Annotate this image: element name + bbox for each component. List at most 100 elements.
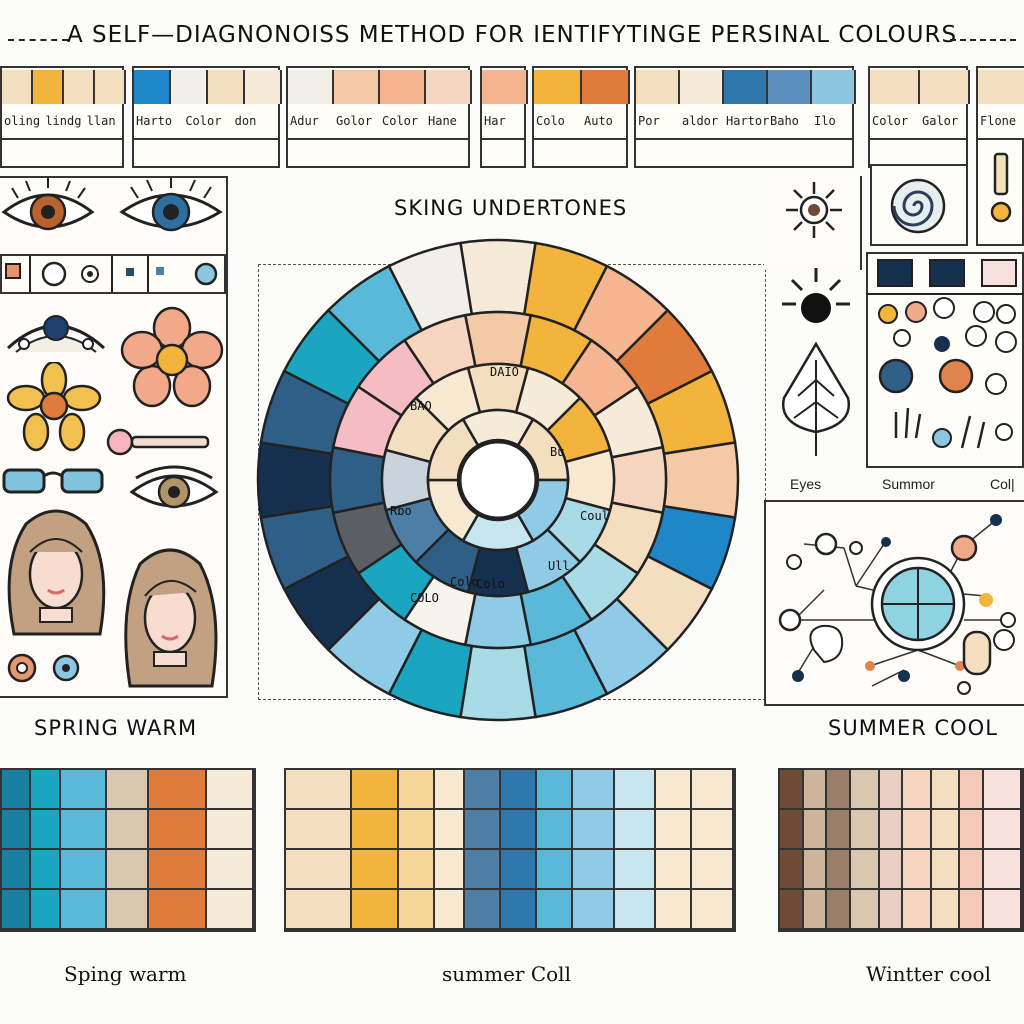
exclamation-icon	[990, 152, 1012, 223]
palette-cell	[31, 810, 61, 850]
palette-cell	[984, 770, 1022, 810]
yellow-flower-icon	[6, 362, 102, 452]
color-swatch	[582, 70, 630, 104]
wheel-label: Bu	[550, 445, 564, 459]
palette-cell	[501, 810, 537, 850]
color-swatch	[768, 70, 812, 104]
palette-cell	[656, 810, 693, 850]
swatch-caption: Color	[382, 114, 419, 128]
swatch-caption: llan	[86, 114, 116, 128]
palette-cell	[572, 890, 615, 930]
palette-cell	[960, 770, 985, 810]
center-title: SKING UNDERTONES	[394, 196, 628, 220]
wheel-segment	[459, 238, 537, 316]
swatch-caption: Color	[185, 114, 222, 128]
palette-cell	[827, 890, 852, 930]
palette-cell	[536, 890, 573, 930]
palette-cell	[465, 890, 502, 930]
swatch-caption: Golor	[336, 114, 373, 128]
wheel-label: Ull	[548, 559, 570, 573]
palette-cell	[803, 770, 828, 810]
palette-cell	[207, 850, 254, 890]
swatch-divider	[2, 138, 122, 140]
swatch-caption: Auto	[584, 114, 613, 128]
label-spring-warm: Sping warm	[64, 962, 187, 986]
palette-cell	[148, 850, 208, 890]
palette-cell	[2, 890, 32, 930]
palette-cell	[286, 890, 352, 930]
swatch-divider	[870, 138, 966, 140]
palette-cell	[207, 890, 254, 930]
palette-cell	[501, 770, 537, 810]
color-swatch	[724, 70, 768, 104]
palette-cell	[931, 810, 961, 850]
swatch-caption: Colo	[536, 114, 565, 128]
title-dash-right	[950, 39, 1016, 41]
color-swatch	[426, 70, 472, 104]
palette-cell	[286, 850, 352, 890]
label-winter-cool: Wintter cool	[866, 962, 991, 986]
color-swatch	[380, 70, 426, 104]
sun-icon	[782, 268, 850, 323]
palette-cell	[2, 810, 32, 850]
wheel-segment	[463, 310, 533, 368]
swatch-caption: Harto	[136, 114, 173, 128]
palette-cell	[107, 770, 149, 810]
wheel-segment	[463, 592, 533, 650]
color-swatch	[171, 70, 208, 104]
wheel-label: BAO	[410, 399, 432, 413]
color-swatch	[636, 70, 680, 104]
swatch-divider	[288, 138, 468, 140]
swatch-caption: Hane	[428, 114, 457, 128]
palette-cell	[207, 770, 254, 810]
palette-cell	[879, 770, 904, 810]
right-label-eyes: Eyes	[790, 476, 822, 492]
palette-cell	[803, 890, 828, 930]
tiara-icon	[6, 315, 106, 353]
palette-cell	[984, 850, 1022, 890]
color-swatch	[812, 70, 856, 104]
palette-cell	[536, 770, 573, 810]
palette-cell	[399, 850, 436, 890]
palette-cell	[931, 770, 961, 810]
palette-cell	[692, 770, 734, 810]
swatch-caption: oling	[4, 114, 41, 128]
palette-cell	[572, 770, 615, 810]
eye-icon	[1, 178, 95, 231]
palette-cell	[903, 770, 932, 810]
swatch-caption: Baho	[770, 114, 799, 128]
wheel-label: COLO	[410, 591, 439, 605]
palette-cell	[148, 810, 208, 850]
color-swatch	[334, 70, 380, 104]
palette-cell	[107, 810, 149, 850]
page-title: A SELF—DIAGNONOISS METHOD FOR IENTIFYTIN…	[66, 22, 958, 48]
palette-cell	[879, 810, 904, 850]
palette-cell	[351, 770, 400, 810]
swatch-caption: Galor	[922, 114, 959, 128]
wheel-segment	[610, 445, 668, 515]
swatch-caption: Hartor	[726, 114, 770, 128]
color-swatch	[920, 70, 970, 104]
color-swatch	[245, 70, 282, 104]
color-swatch	[534, 70, 582, 104]
palette-cell	[692, 850, 734, 890]
palette-cell	[903, 810, 932, 850]
palette-cell	[827, 810, 852, 850]
palette-cell	[435, 770, 466, 810]
palette-cell	[399, 810, 436, 850]
lipstick-icon	[106, 428, 210, 456]
palette-cell	[827, 850, 852, 890]
palette-cell	[31, 890, 61, 930]
wheel-center	[458, 440, 538, 520]
palette-cell	[465, 810, 502, 850]
color-swatch	[680, 70, 724, 104]
palette-cell	[851, 850, 880, 890]
palette-cell	[60, 770, 108, 810]
right-label-col: Col|	[990, 476, 1015, 492]
palette-cell	[536, 850, 573, 890]
palette-cell	[2, 770, 32, 810]
circle-icons	[7, 653, 80, 683]
